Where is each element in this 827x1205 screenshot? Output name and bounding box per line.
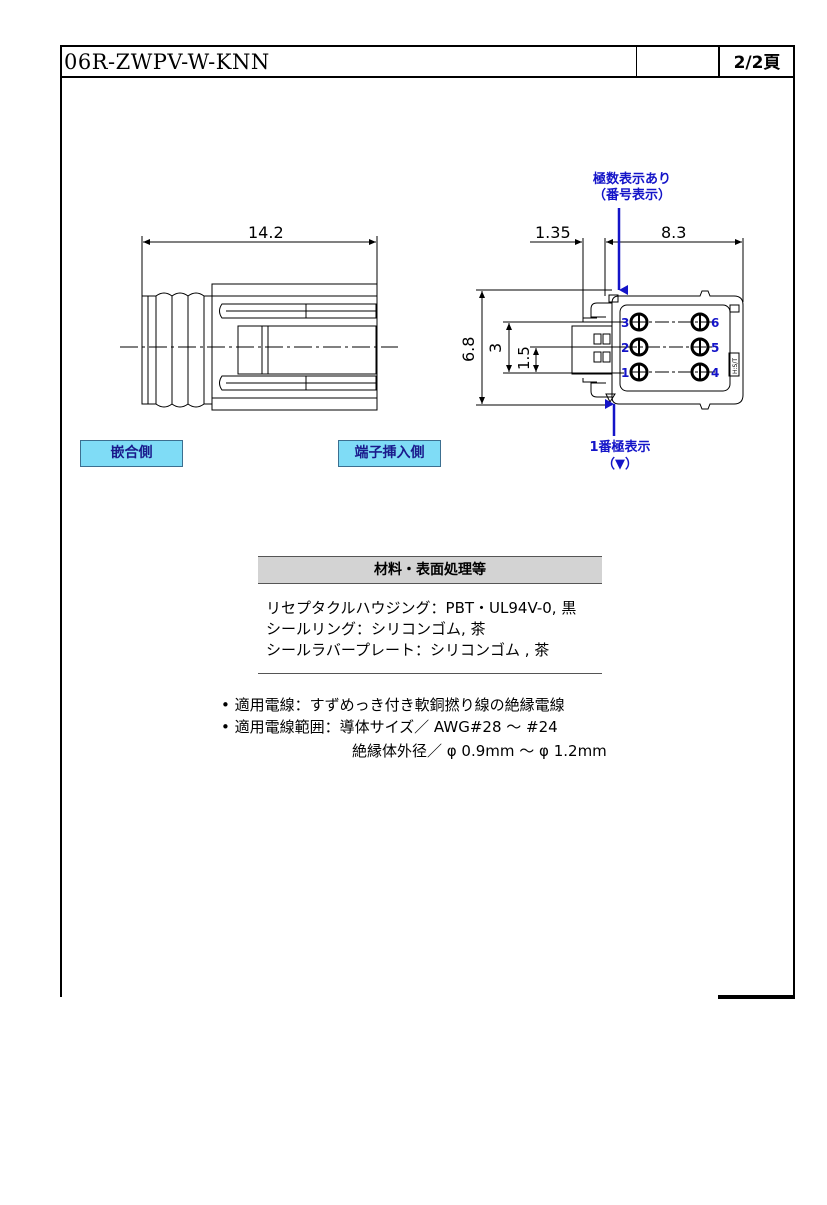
- material-line: シールリング：シリコンゴム, 茶: [266, 620, 486, 638]
- dim-length: 14.2: [248, 223, 284, 242]
- wire-range-note: • 適用電線範囲：導体サイズ／ AWG#28 ～ #24: [221, 718, 558, 736]
- page-number: 2/2頁: [733, 53, 781, 73]
- title-block-separator: [718, 45, 720, 77]
- dim-offset: 1.35: [535, 223, 571, 242]
- housing-mark: H:S/T: [732, 358, 739, 374]
- front-view: [476, 238, 744, 410]
- pin-label: 1: [621, 366, 629, 380]
- title-block-separator: [636, 45, 637, 77]
- pin-marking-note: 極数表示あり: [592, 171, 671, 187]
- part-number-title: 06R-ZWPV-W-KNN: [64, 50, 270, 74]
- pin-label: 2: [621, 341, 629, 355]
- applicable-wire-note: • 適用電線：すずめっき付き軟銅撚り線の絶縁電線: [221, 696, 565, 714]
- title-block-divider: [60, 76, 795, 78]
- frame-right-border: [793, 45, 795, 997]
- side-view: [120, 236, 398, 411]
- dim-row-span: 3: [486, 343, 505, 353]
- dim-width: 8.3: [661, 223, 686, 242]
- material-line: シールラバープレート：シリコンゴム , 茶: [266, 641, 550, 659]
- pin1-note: 1番極表示: [589, 439, 650, 455]
- pin-label: 5: [711, 341, 719, 355]
- dim-height: 6.8: [459, 337, 478, 362]
- pin-marking-note: （番号表示）: [593, 187, 671, 203]
- materials-header: 材料・表面処理等: [258, 556, 602, 584]
- pin-label: 3: [621, 316, 629, 330]
- frame-top-border: [60, 45, 795, 47]
- mating-side-label: 嵌合側: [80, 440, 183, 467]
- frame-corner-mark: [718, 995, 795, 999]
- pin-label: 6: [711, 316, 719, 330]
- materials-bottom-rule: [258, 673, 602, 674]
- insulation-diameter-note: 絶縁体外径／ φ 0.9mm ～ φ 1.2mm: [352, 742, 607, 760]
- pin-label: 4: [711, 366, 719, 380]
- material-line: リセプタクルハウジング：PBT・UL94V-0, 黒: [266, 599, 577, 617]
- dim-pitch: 1.5: [515, 346, 533, 370]
- terminal-insert-side-label: 端子挿入側: [338, 440, 441, 467]
- pin1-note: （▼）: [602, 456, 638, 472]
- frame-left-border: [60, 45, 62, 997]
